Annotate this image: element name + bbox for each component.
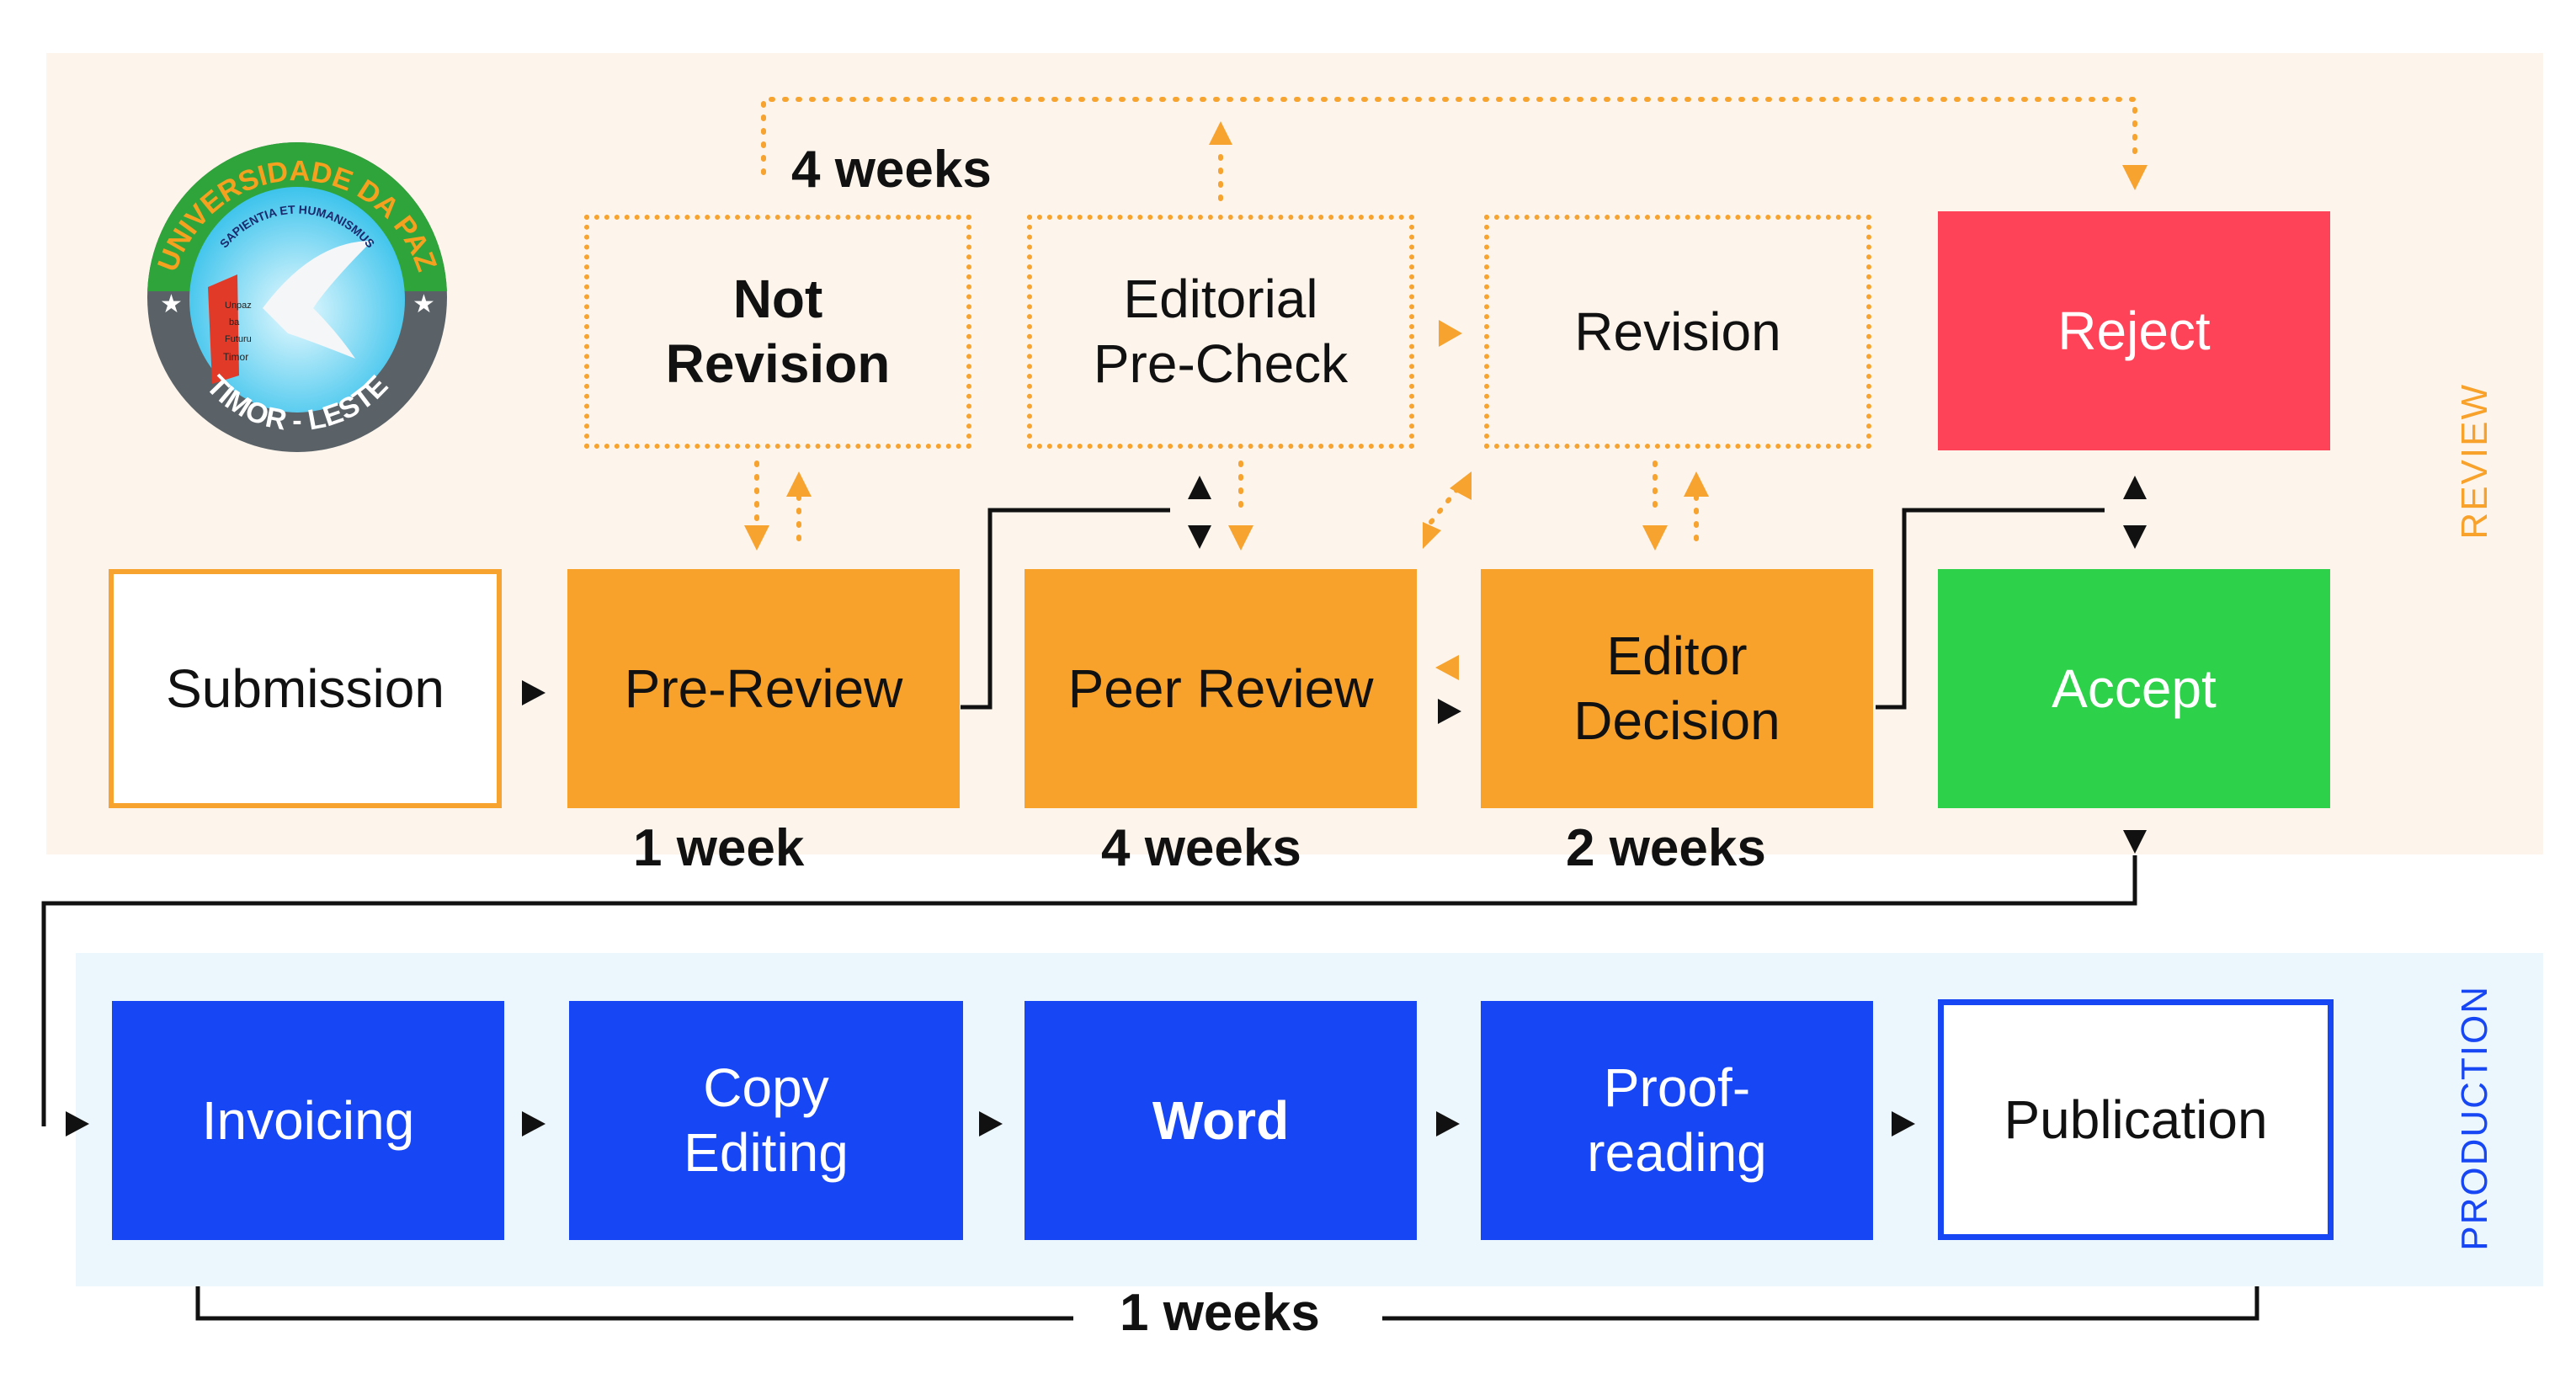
pre-review-box[interactable]: Pre-Review bbox=[567, 569, 960, 808]
star-icon: ★ bbox=[160, 290, 183, 318]
arrow-right-icon bbox=[1436, 1111, 1460, 1136]
arrow-up-icon bbox=[1684, 471, 1709, 497]
box-label: Revision bbox=[665, 333, 891, 394]
box-label: Pre-Review bbox=[624, 657, 903, 719]
submission-box[interactable]: Submission bbox=[109, 569, 502, 808]
scroll-text: Futuru bbox=[225, 334, 252, 344]
box-label: Reject bbox=[2057, 300, 2211, 361]
arrow-diag-icon bbox=[1423, 522, 1441, 549]
editor-decision-duration: 2 weeks bbox=[1566, 819, 1766, 877]
arrow-right-icon bbox=[66, 1111, 89, 1136]
box-label: Proof- bbox=[1603, 1057, 1751, 1119]
arrow-diag-icon bbox=[1450, 471, 1472, 500]
proofreading-box[interactable]: Proof-reading bbox=[1481, 1001, 1873, 1240]
arrow-right-icon bbox=[1892, 1111, 1915, 1136]
revision-box[interactable]: Revision bbox=[1484, 215, 1871, 449]
scroll-text: Unpaz bbox=[225, 301, 252, 311]
arrow-up-icon bbox=[786, 471, 812, 497]
dove-icon bbox=[263, 241, 372, 359]
arrow-up-icon bbox=[1188, 476, 1211, 499]
box-label: Pre-Check bbox=[1093, 333, 1349, 394]
arrow-down-icon bbox=[1188, 525, 1211, 549]
box-label: Submission bbox=[166, 657, 444, 719]
arrow-down-icon bbox=[2123, 830, 2147, 854]
box-label: Peer Review bbox=[1067, 657, 1374, 719]
arrow-right-icon bbox=[522, 680, 546, 705]
scroll-icon bbox=[208, 274, 239, 384]
publication-box[interactable]: Publication bbox=[1938, 999, 2334, 1240]
star-icon: ★ bbox=[412, 290, 435, 318]
reject-box[interactable]: Reject bbox=[1938, 211, 2330, 450]
peer-review-box[interactable]: Peer Review bbox=[1025, 569, 1417, 808]
box-label: Editing bbox=[684, 1122, 849, 1183]
production-duration: 1 weeks bbox=[1120, 1284, 1320, 1342]
box-label: Decision bbox=[1573, 690, 1780, 751]
pre-review-duration: 1 week bbox=[633, 819, 805, 877]
box-label: Publication bbox=[2004, 1089, 2268, 1150]
invoicing-box[interactable]: Invoicing bbox=[112, 1001, 504, 1240]
arrow-down-icon bbox=[1228, 525, 1253, 551]
box-label: Copy bbox=[703, 1057, 829, 1119]
box-label: Editor bbox=[1606, 625, 1748, 687]
arrow-down-icon bbox=[744, 525, 769, 551]
production-section-label: PRODUCTION bbox=[2454, 985, 2495, 1251]
accept-box[interactable]: Accept bbox=[1938, 569, 2330, 808]
arrow-right-icon bbox=[1439, 320, 1462, 347]
arrow-down-icon bbox=[1642, 525, 1668, 551]
box-label: Invoicing bbox=[201, 1089, 415, 1151]
arrow-up-icon bbox=[2123, 476, 2147, 499]
scroll-text: ba bbox=[229, 317, 240, 327]
scroll-text: Timor bbox=[223, 351, 248, 363]
university-logo: Unpaz ba Futuru Timor UNIVERSIDADE DA PA… bbox=[147, 142, 447, 452]
arrow-down-icon bbox=[2123, 525, 2147, 549]
arrow-right-icon bbox=[979, 1111, 1003, 1136]
review-section-label: REVIEW bbox=[2454, 383, 2495, 540]
box-label: Not bbox=[732, 269, 823, 330]
arrow-up-icon bbox=[1209, 121, 1232, 145]
arrow-right-icon bbox=[1438, 699, 1461, 724]
word-box[interactable]: Word bbox=[1025, 1001, 1417, 1240]
box-label: reading bbox=[1587, 1122, 1767, 1183]
box-label: Revision bbox=[1574, 301, 1781, 362]
arrow-right-icon bbox=[522, 1111, 546, 1136]
box-label: Editorial bbox=[1123, 269, 1318, 330]
arrow-left-icon bbox=[1435, 655, 1459, 680]
peer-review-duration: 4 weeks bbox=[1101, 819, 1301, 877]
loop-duration-label: 4 weeks bbox=[791, 141, 992, 199]
box-label: Accept bbox=[2052, 657, 2217, 719]
box-label: Word bbox=[1152, 1089, 1290, 1151]
arrow-down-icon bbox=[2122, 165, 2148, 190]
